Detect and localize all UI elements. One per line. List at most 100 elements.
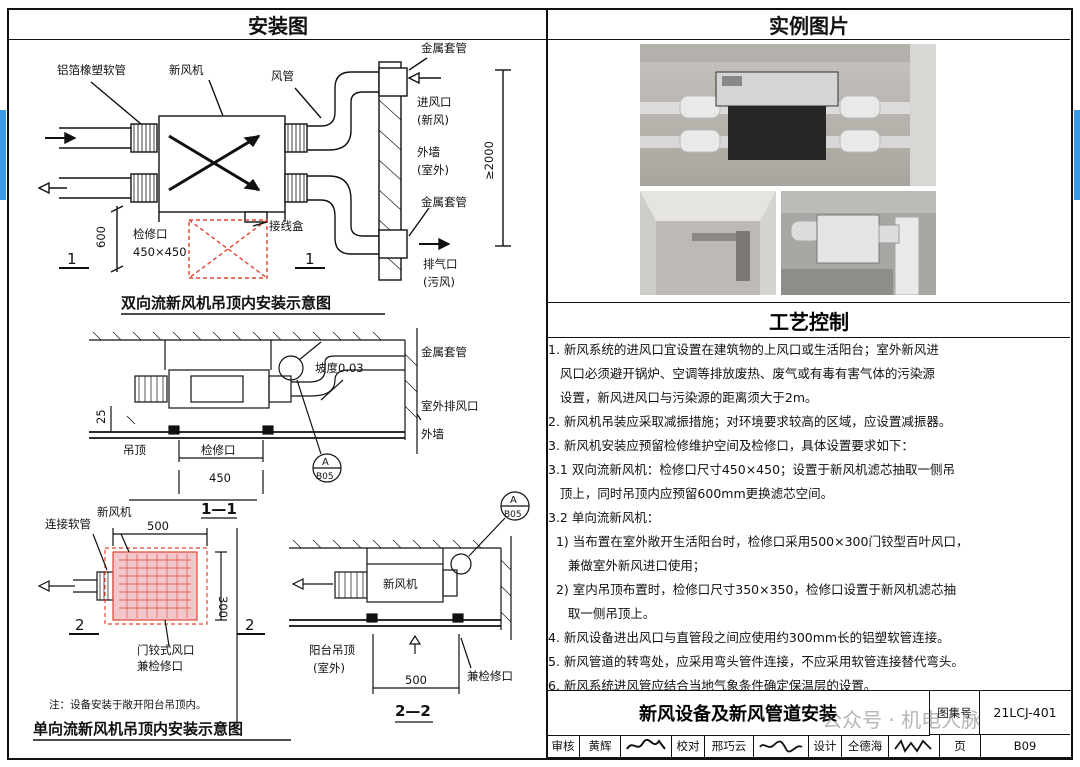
s11-title: 1—1 <box>201 500 237 518</box>
s11-ref-bottom: B05 <box>316 472 334 482</box>
label-access: 检修口 <box>133 227 168 241</box>
note-line: 6. 新风系统进风管应结合当地气象条件确定保温层的设置。 <box>548 678 877 693</box>
s22-ref-top: A <box>510 495 517 506</box>
oneway-plan <box>37 528 265 724</box>
installation-drawings: 铝箔橡塑软管 新风机 风管 金属套管 进风口 (新风) 外墙 (室外) 金属套管… <box>33 41 530 741</box>
drawing-title: 新风设备及新风管道安装 <box>547 691 930 736</box>
note-line: 取一侧吊顶上。 <box>548 606 656 621</box>
watermark: 公众号 · 机电人脉 <box>822 708 982 732</box>
label-access-size: 450×450 <box>133 245 187 259</box>
label-inlet-sub: (新风) <box>417 113 449 127</box>
signature-2 <box>759 740 803 753</box>
s11-dim-450: 450 <box>209 471 231 485</box>
oneway-unit: 新风机 <box>97 505 132 519</box>
process-control-header: 工艺控制 <box>548 302 1070 338</box>
bidirectional-plan <box>37 57 511 281</box>
s11-outlet: 室外排风口 <box>421 399 479 413</box>
checker-signature <box>754 735 809 757</box>
installation-header: 安装图 <box>9 9 547 40</box>
atlas-number: 21LCJ-401 <box>980 691 1070 735</box>
label-duct: 风管 <box>271 69 294 83</box>
label-junction: 接线盒 <box>269 219 304 233</box>
s22-dim-500: 500 <box>405 673 427 687</box>
label-sec-right: 1 <box>305 250 315 268</box>
note-line: 兼做室外新风进口使用； <box>548 558 706 573</box>
right-blue-edge <box>1074 110 1080 200</box>
s22-ceiling: 阳台吊顶 <box>309 643 355 657</box>
s11-wall: 外墙 <box>421 427 444 441</box>
check-label: 校对 <box>672 735 705 757</box>
oneway-dim-300: 300 <box>216 596 230 618</box>
s11-ref-top: A <box>322 457 329 468</box>
s11-sleeve: 金属套管 <box>421 345 467 359</box>
label-exhaust: 排气口 <box>423 257 458 271</box>
label-dim-2000: ≥2000 <box>482 141 496 180</box>
s22-unit: 新风机 <box>383 577 418 591</box>
left-blue-edge <box>0 110 6 200</box>
note-line: 2. 新风机吊装应采取减振措施；对环境要求较高的区域，应设置减振器。 <box>548 414 952 429</box>
oneway-hose: 连接软管 <box>45 517 91 531</box>
s22-ref-bottom: B05 <box>504 510 522 520</box>
s22-ceiling-sub: (室外) <box>313 661 345 675</box>
note-line: 顶上，同时吊顶内应预留600mm更换滤芯空间。 <box>548 486 834 501</box>
reviewer-name: 黄辉 <box>580 735 621 757</box>
checker-name: 邢巧云 <box>705 735 754 757</box>
note-line: 5. 新风管道的转弯处，应采用弯头管件连接，不应采用软管连接替代弯头。 <box>548 654 964 669</box>
page-number: B09 <box>1013 739 1037 753</box>
label-wall-sub: (室外) <box>417 163 449 177</box>
note-line: 2) 室内吊顶布置时，检修口尺寸350×350，检修口设置于新风机滤芯抽 <box>548 582 956 597</box>
photo-bidirectional-unit <box>640 44 936 186</box>
signature-1 <box>626 738 666 750</box>
s11-access: 检修口 <box>201 443 236 457</box>
section-2-2 <box>289 491 530 723</box>
oneway-title: 单向流新风机吊顶内安装示意图 <box>33 720 243 738</box>
process-notes: 1. 新风系统的进风口宜设置在建筑物的上风口或生活阳台；室外新风进 风口必须避开… <box>548 338 1068 698</box>
photo-bidirectional-unit-image <box>640 44 936 186</box>
atlas-label: 图集号 <box>930 691 980 735</box>
note-line: 4. 新风设备进出风口与直管段之间应使用约300mm长的铝塑软管连接。 <box>548 630 950 645</box>
note-line: 风口必须避开锅炉、空调等排放废热、废气或有毒有害气体的污染源 <box>548 366 935 381</box>
signature-3 <box>894 739 932 753</box>
label-sleeve-top: 金属套管 <box>421 41 467 55</box>
section-1-1-labels: 金属套管 坡度0.03 室外排风口 外墙 吊顶 检修口 25 450 A B05… <box>94 345 479 518</box>
label-dim-600: 600 <box>94 226 108 248</box>
designer-name: 仝德海 <box>842 735 889 757</box>
label-hose: 铝箔橡塑软管 <box>57 63 126 77</box>
label-sec-left: 1 <box>67 250 77 268</box>
s11-slope: 坡度0.03 <box>315 361 364 375</box>
label-sleeve-bottom: 金属套管 <box>421 195 467 209</box>
oneway-plan-labels: 连接软管 新风机 500 300 门铰式风口 兼检修口 2 2 注：设备安装于敞… <box>33 505 255 738</box>
plan-title: 双向流新风机吊顶内安装示意图 <box>121 294 331 312</box>
review-label: 审核 <box>547 735 580 757</box>
note-line: 3.2 单向流新风机： <box>548 510 660 525</box>
sheet-frame <box>7 8 1073 760</box>
label-exhaust-sub: (污风) <box>423 275 455 289</box>
oneway-louver-sub: 兼检修口 <box>137 659 183 673</box>
s22-access: 兼检修口 <box>467 669 513 683</box>
bidirectional-plan-labels: 铝箔橡塑软管 新风机 风管 金属套管 进风口 (新风) 外墙 (室外) 金属套管… <box>57 41 496 312</box>
oneway-louver: 门铰式风口 <box>137 643 195 657</box>
s11-ceiling: 吊顶 <box>123 443 146 457</box>
photo-oneway-unit <box>781 191 936 295</box>
design-label: 设计 <box>809 735 842 757</box>
photo-oneway-unit-image <box>781 191 936 295</box>
note-line: 设置，新风进风口与污染源的距离须大于2m。 <box>548 390 818 405</box>
note-line: 1) 当布置在室外敞开生活阳台时，检修口采用500×300门铰型百叶风口， <box>548 534 969 549</box>
label-inlet: 进风口 <box>417 95 452 109</box>
label-unit: 新风机 <box>169 63 204 77</box>
note-line: 3. 新风机安装应预留检修维护空间及检修口，具体设置要求如下： <box>548 438 914 453</box>
s11-dim-25: 25 <box>94 409 108 424</box>
note-line: 1. 新风系统的进风口宜设置在建筑物的上风口或生活阳台；室外新风进 <box>548 342 939 357</box>
reviewer-signature <box>621 735 672 757</box>
section-1-1 <box>89 328 422 501</box>
page-label: 页 <box>940 735 981 757</box>
note-line: 3.1 双向流新风机：检修口尺寸450×450；设置于新风机滤芯抽取一侧吊 <box>548 462 956 477</box>
oneway-sec-left: 2 <box>75 616 85 634</box>
s22-title: 2—2 <box>395 702 431 720</box>
photo-ceiling-access <box>640 191 776 295</box>
label-wall: 外墙 <box>417 145 440 159</box>
title-block: 新风设备及新风管道安装 图集号 21LCJ-401 审核 黄辉 校对 邢巧云 设… <box>546 690 1072 758</box>
photo-ceiling-access-image <box>640 191 776 295</box>
oneway-dim-500: 500 <box>147 519 169 533</box>
